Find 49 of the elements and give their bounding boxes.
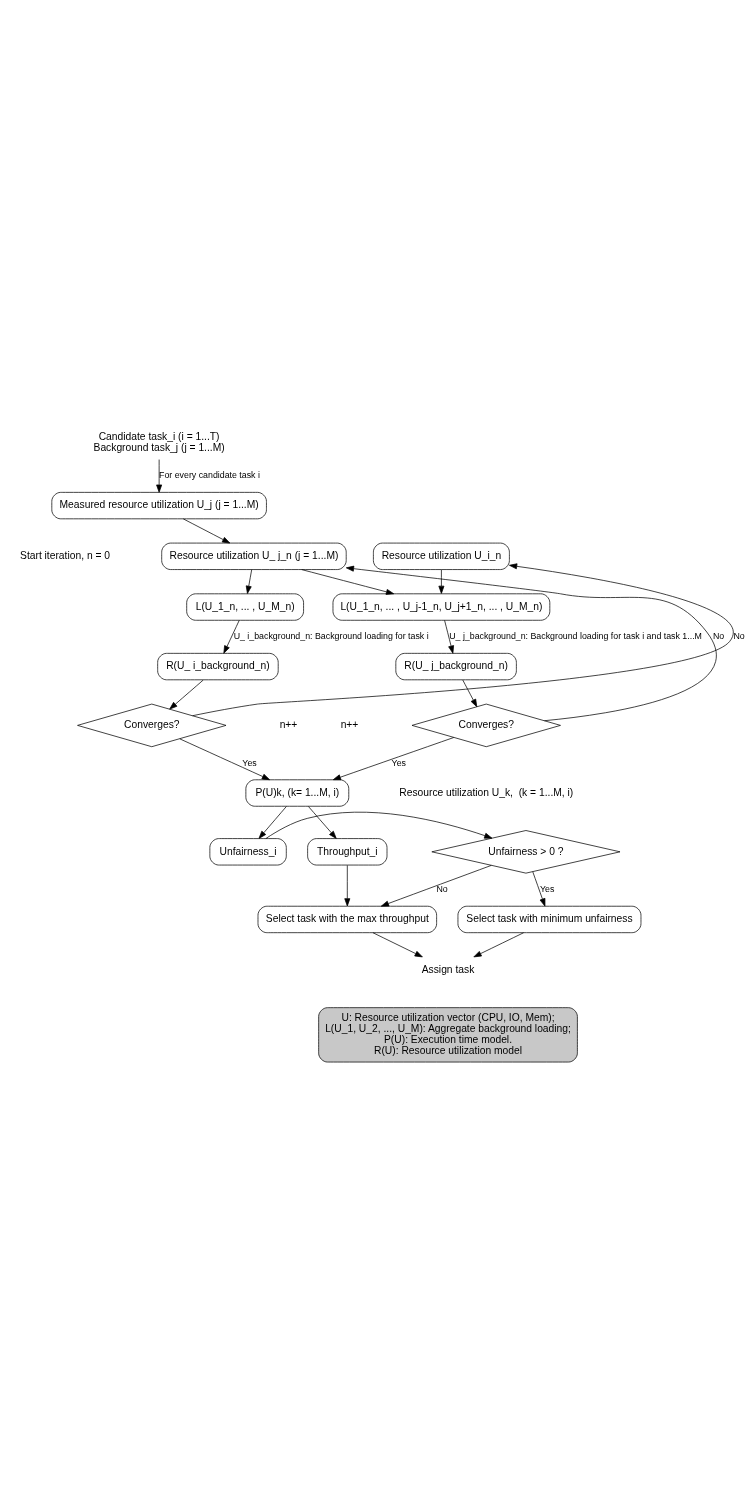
node-text: Assign task <box>421 963 475 975</box>
edge-label: Yes <box>391 757 406 768</box>
arrow <box>462 679 478 707</box>
label: n++ <box>340 718 359 730</box>
node-box: Select task with minimum unfairness <box>457 905 642 933</box>
arrow <box>169 679 204 709</box>
node-box: L(U_1_n, ... , U_M_n) <box>186 592 304 621</box>
arrow <box>308 805 337 839</box>
arrow <box>344 864 351 906</box>
edge-label: No <box>733 630 745 641</box>
arrow <box>245 568 253 594</box>
label: n++ <box>279 718 298 730</box>
arrow <box>380 864 492 906</box>
node-box: Throughput_i <box>307 837 388 865</box>
label: Resource utilization U_k, (k = 1...M, i) <box>399 786 574 798</box>
arrow <box>532 870 546 906</box>
node-box: L(U_1_n, ... , U_j-1_n, U_j+1_n, ... , U_M_n) <box>332 592 551 621</box>
edge-label: For every candidate task i <box>159 469 260 480</box>
node-box: Resource utilization U_ j_n (j = 1...M) <box>161 542 347 570</box>
edge-label: U_ i_background_n: Background loading for task i <box>233 630 429 641</box>
edge-label: Yes <box>540 883 555 894</box>
arrow <box>223 619 240 654</box>
node-diamond: Converges? <box>411 703 561 747</box>
node-box: R(U_ i_background_n) <box>157 652 279 680</box>
edge-label: Yes <box>242 757 257 768</box>
edge-label: No <box>436 883 448 894</box>
node-box: Unfairness_i <box>209 837 287 865</box>
node-box: Resource utilization U_i_n <box>373 542 510 570</box>
label: Start iteration, n = 0 <box>20 549 111 561</box>
node-box: R(U_ j_background_n) <box>395 652 517 680</box>
arrow <box>438 568 445 594</box>
arrow <box>179 738 270 780</box>
arrow <box>345 565 717 721</box>
node-box: Measured resource utilization U_j (j = 1...M) <box>51 491 267 519</box>
arrow <box>473 931 524 957</box>
arrow <box>332 736 455 780</box>
arrow <box>192 562 734 716</box>
node-box: U: Resource utilization vector (CPU, IO, Mem); L(U_1, U_2, ..., U_M): Aggregate background loading; P(U): Execution time model. R(U): Resource utilization model <box>318 1006 578 1062</box>
arrow <box>444 619 454 654</box>
node-text: Candidate task_i (i = 1...T) Background task_j (j = 1...M) <box>93 430 225 453</box>
arrow <box>372 931 423 957</box>
arrow <box>265 811 493 839</box>
edge-label: U_ j_background_n: Background loading for task i and task 1...M <box>449 630 702 641</box>
node-box: P(U)k, (k= 1...M, i) <box>245 778 350 807</box>
arrow <box>156 458 163 493</box>
arrow <box>301 568 395 595</box>
arrow <box>258 805 287 839</box>
node-box: Select task with the max throughput <box>257 905 437 933</box>
edge-label: No <box>712 630 725 641</box>
